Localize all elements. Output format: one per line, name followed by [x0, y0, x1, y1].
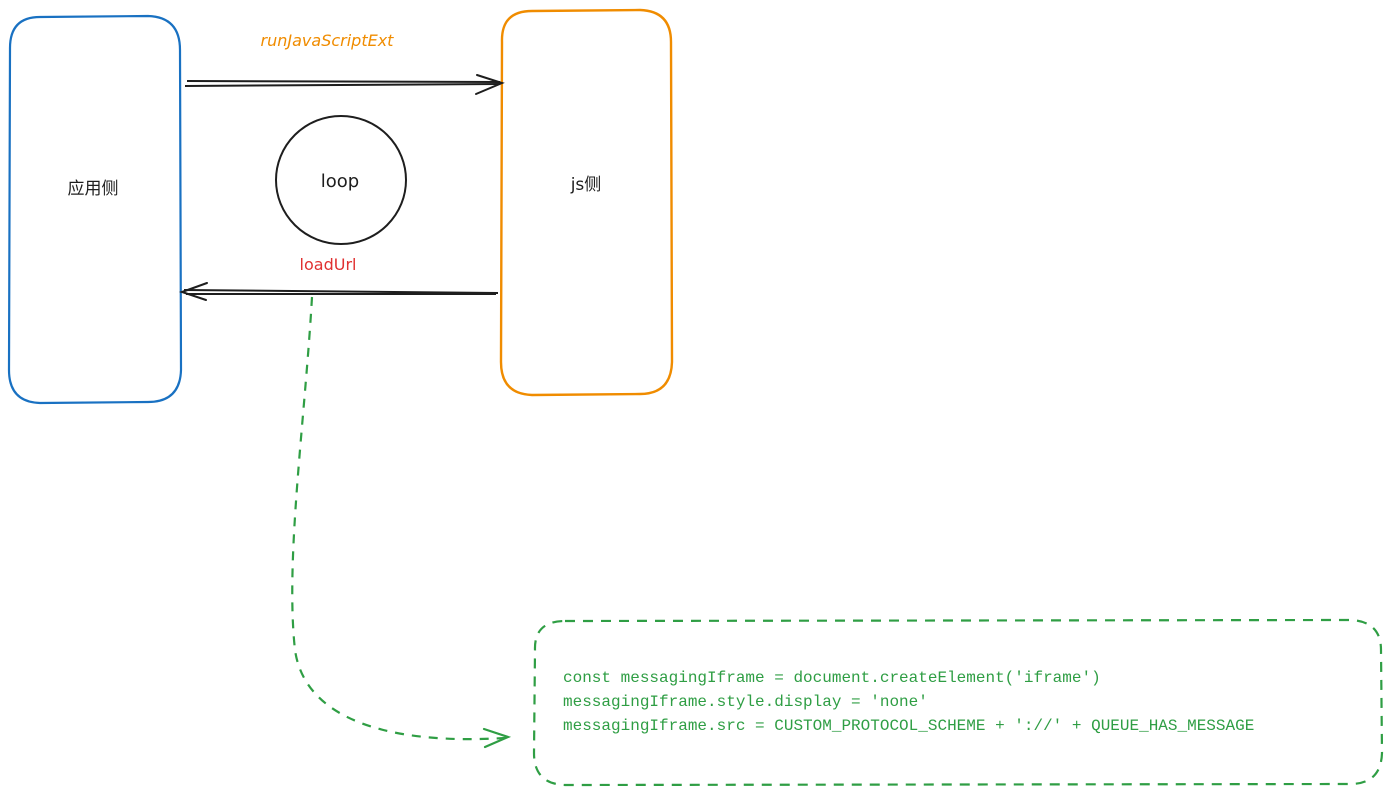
run-js-line-2	[184, 83, 501, 87]
app-side-node[interactable]: 应用侧	[7, 14, 183, 405]
load-url-line-1	[183, 289, 499, 294]
js-side-node[interactable]: js侧	[499, 8, 674, 397]
load-url-label: loadUrl	[300, 255, 357, 274]
app-side-label: 应用侧	[68, 179, 119, 199]
run-js-arrowhead	[475, 74, 505, 95]
js-side-box	[499, 8, 674, 397]
loop-circle	[275, 115, 407, 245]
js-side-label: js侧	[570, 175, 602, 195]
load-url-edge[interactable]: loadUrl	[178, 255, 499, 301]
run-js-line-1	[186, 80, 501, 83]
code-block-border	[532, 618, 1384, 787]
run-js-label: runJavaScriptExt	[261, 31, 395, 50]
dashed-arrowhead	[482, 727, 512, 749]
dashed-connector	[291, 296, 506, 741]
loop-node[interactable]: loop	[275, 115, 407, 245]
code-line-1: const messagingIframe = document.createE…	[563, 669, 1101, 687]
run-js-edge[interactable]: runJavaScriptExt	[184, 31, 505, 95]
code-line-2: messagingIframe.style.display = 'none'	[563, 693, 928, 711]
app-side-box	[7, 14, 183, 405]
code-line-3: messagingIframe.src = CUSTOM_PROTOCOL_SC…	[563, 717, 1254, 735]
loop-label: loop	[321, 171, 359, 192]
code-block[interactable]: const messagingIframe = document.createE…	[532, 618, 1384, 787]
load-url-arrowhead	[178, 282, 208, 301]
load-url-detail-edge[interactable]	[291, 296, 512, 749]
